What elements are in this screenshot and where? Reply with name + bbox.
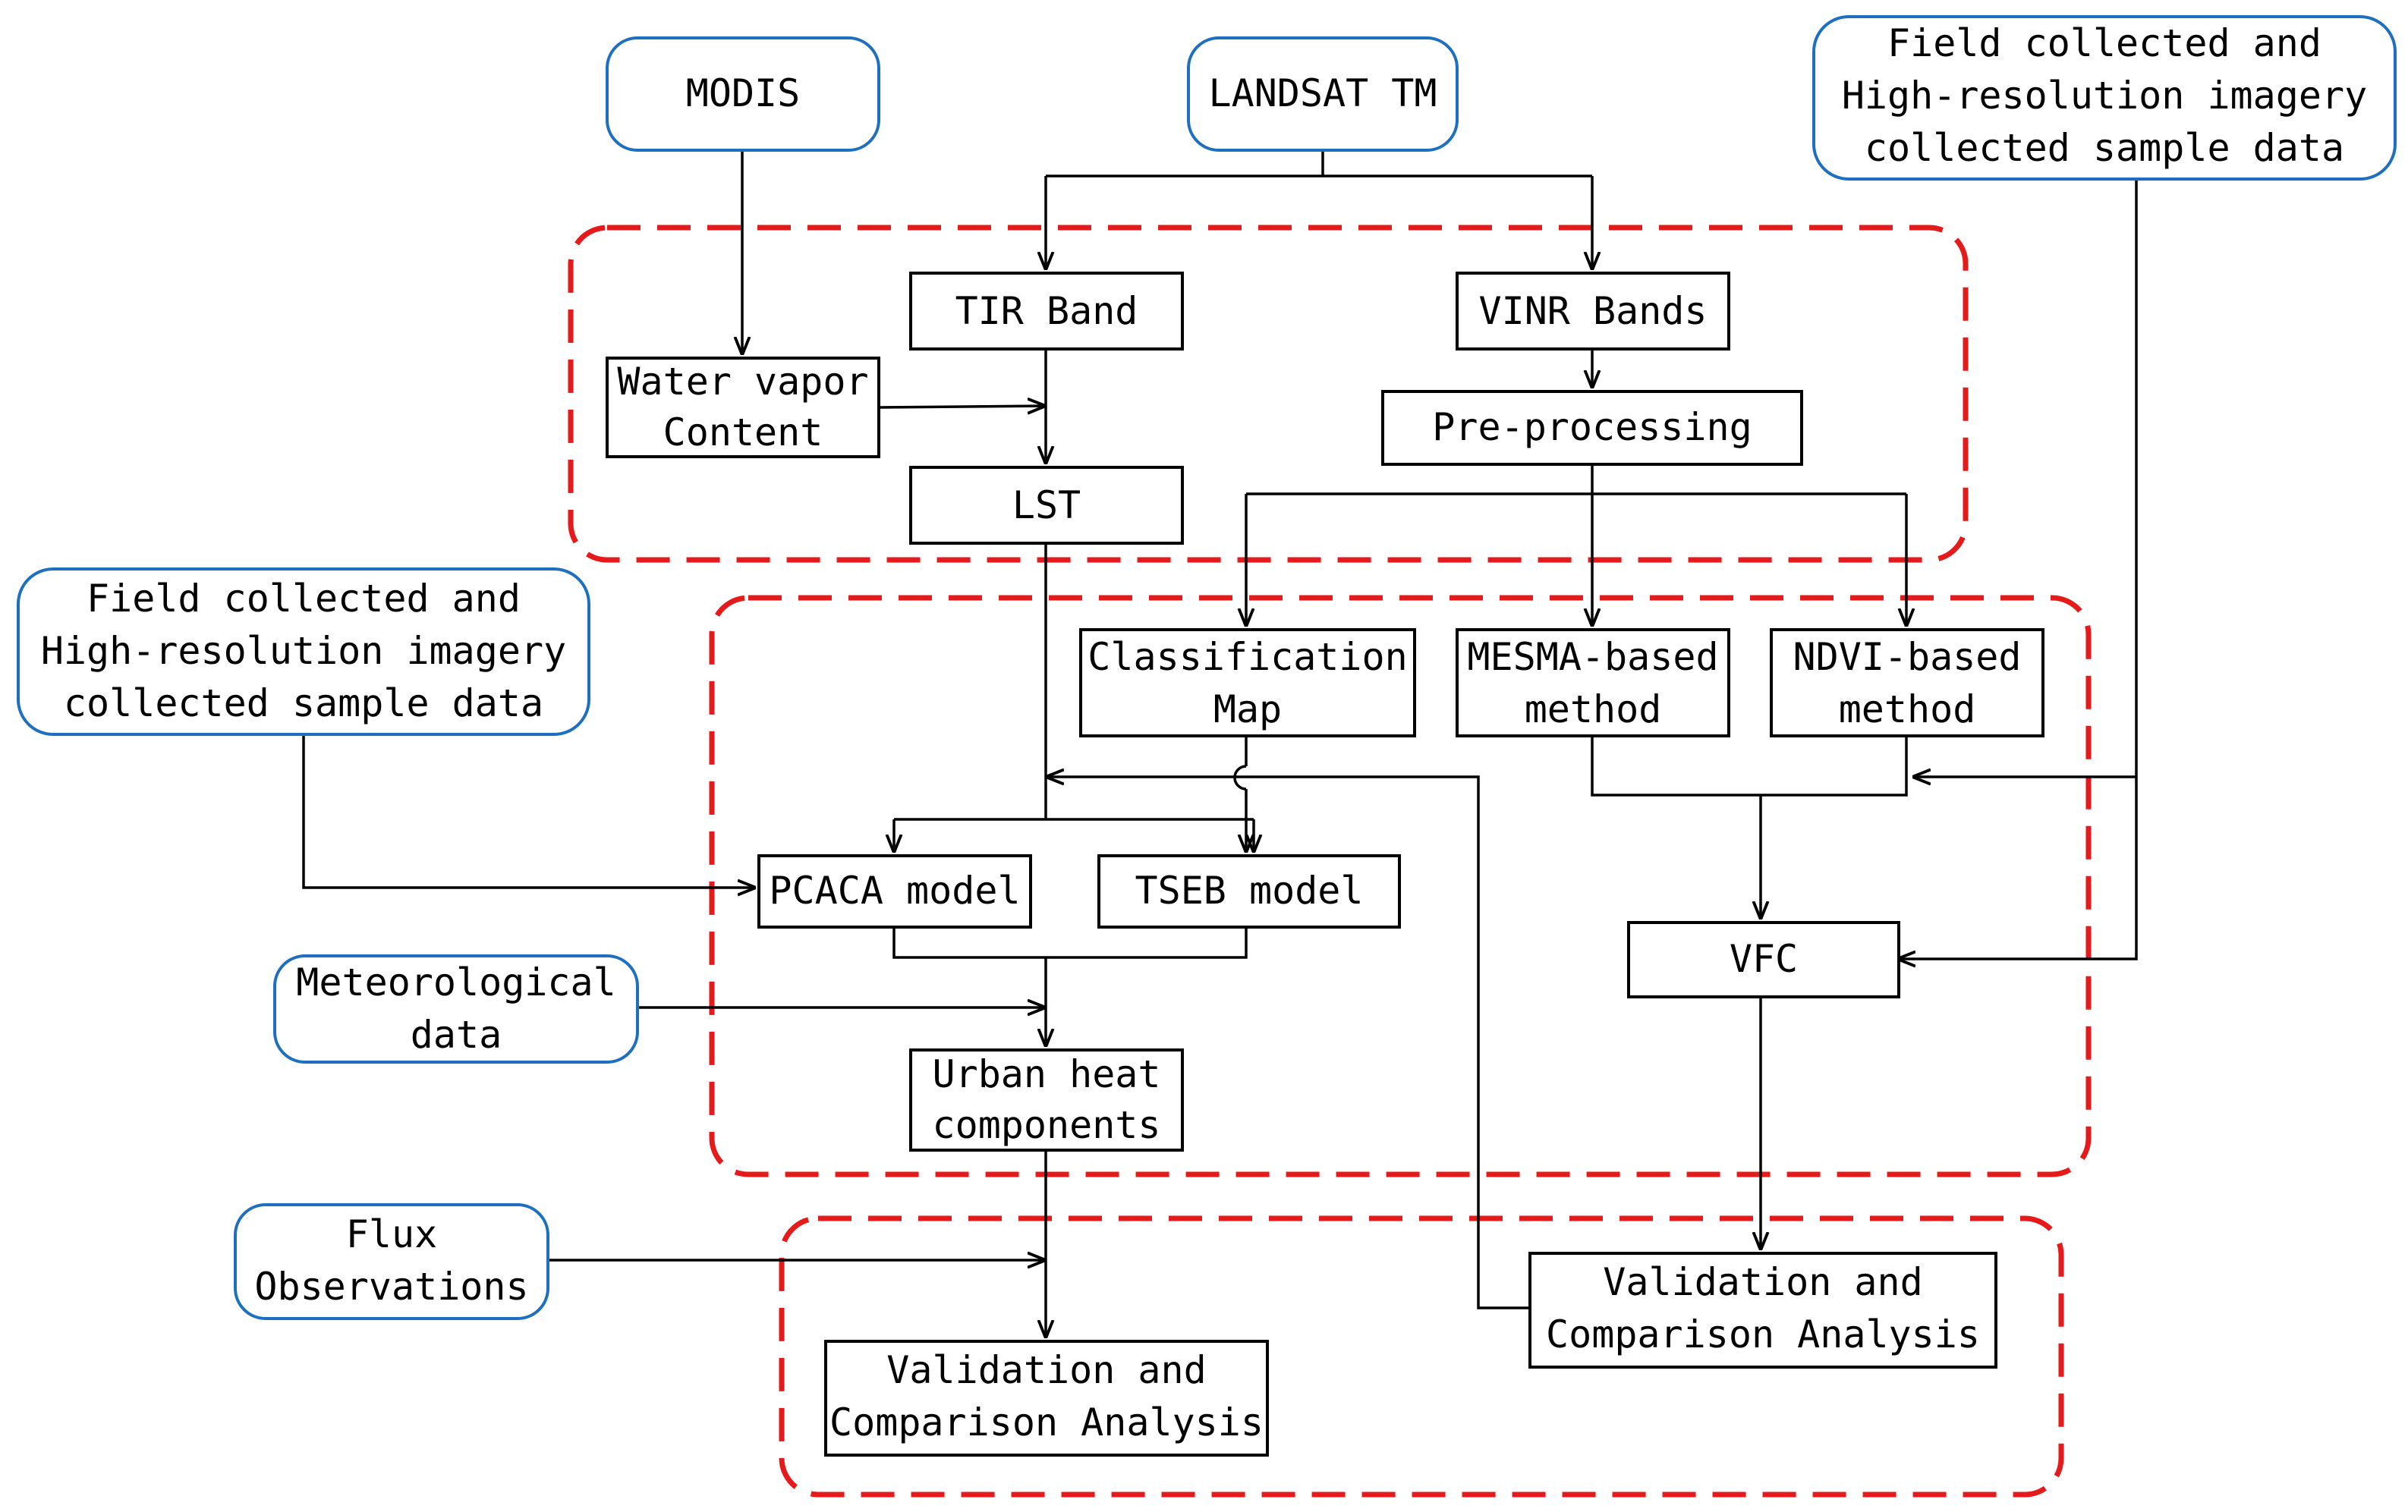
node-field-data-left-line-2: High-resolution imagery xyxy=(41,629,566,673)
node-validation-comparison-right-line-1: Validation and xyxy=(1603,1260,1922,1304)
node-tir-band: TIR Band xyxy=(909,272,1184,350)
modeling-group xyxy=(709,595,2092,1177)
node-pre-processing-line-1: Pre-processing xyxy=(1432,405,1752,449)
node-classification-map-line-2: Map xyxy=(1213,687,1282,731)
node-field-data-top-line-1: Field collected and xyxy=(1887,21,2321,65)
node-classification-map: Classification Map xyxy=(1079,628,1416,737)
node-validation-comparison-left: Validation and Comparison Analysis xyxy=(824,1340,1269,1457)
node-modis-line-1: MODIS xyxy=(686,71,801,115)
connectors xyxy=(302,150,2138,1338)
node-field-data-top-line-3: collected sample data xyxy=(1865,126,2344,170)
node-field-data-left-line-3: collected sample data xyxy=(64,681,543,725)
node-vfc-line-1: VFC xyxy=(1730,937,1798,981)
node-landsat-tm-line-1: LANDSAT TM xyxy=(1208,71,1437,115)
node-validation-comparison-right-line-2: Comparison Analysis xyxy=(1546,1312,1980,1356)
node-validation-comparison-left-line-1: Validation and xyxy=(886,1348,1206,1392)
node-ndvi-based-method-line-2: method xyxy=(1839,687,1976,731)
node-ndvi-based-method: NDVI-based method xyxy=(1770,628,2044,737)
node-field-data-top: Field collected and High-resolution imag… xyxy=(1812,15,2397,181)
node-meteorological-data-line-2: data xyxy=(411,1013,502,1057)
node-flux-observations-line-1: Flux xyxy=(346,1212,437,1256)
node-pcaca-model-line-1: PCACA model xyxy=(769,869,1020,913)
node-pcaca-model: PCACA model xyxy=(757,854,1032,929)
node-mesma-based-method-line-2: method xyxy=(1525,687,1662,731)
node-tseb-model-line-1: TSEB model xyxy=(1135,869,1363,913)
node-water-vapor-content-line-1: Water vapor xyxy=(617,360,868,404)
node-field-data-left: Field collected and High-resolution imag… xyxy=(17,567,590,736)
node-classification-map-line-1: Classification xyxy=(1088,635,1407,679)
node-tseb-model: TSEB model xyxy=(1097,854,1401,929)
node-water-vapor-content-line-2: Content xyxy=(663,410,823,454)
node-ndvi-based-method-line-1: NDVI-based xyxy=(1793,635,2021,679)
node-vinr-bands-line-1: VINR Bands xyxy=(1478,289,1707,333)
node-landsat-tm: LANDSAT TM xyxy=(1187,36,1459,152)
node-validation-comparison-right: Validation and Comparison Analysis xyxy=(1528,1252,1997,1369)
node-meteorological-data: Meteorological data xyxy=(273,954,639,1064)
node-field-data-top-line-2: High-resolution imagery xyxy=(1842,74,2367,118)
node-modis: MODIS xyxy=(606,36,880,152)
node-mesma-based-method-line-1: MESMA-based xyxy=(1467,635,1718,679)
node-urban-heat-components-line-1: Urban heat xyxy=(932,1052,1160,1096)
node-lst: LST xyxy=(909,466,1184,545)
node-flux-observations-line-2: Observations xyxy=(254,1265,528,1309)
node-meteorological-data-line-1: Meteorological xyxy=(296,960,615,1004)
node-lst-line-1: LST xyxy=(1012,483,1081,527)
node-vinr-bands: VINR Bands xyxy=(1456,272,1730,350)
node-flux-observations: Flux Observations xyxy=(234,1203,549,1320)
node-field-data-left-line-1: Field collected and xyxy=(87,577,521,621)
node-mesma-based-method: MESMA-based method xyxy=(1456,628,1730,737)
node-validation-comparison-left-line-2: Comparison Analysis xyxy=(829,1400,1264,1444)
node-urban-heat-components: Urban heat components xyxy=(909,1048,1184,1152)
node-vfc: VFC xyxy=(1627,921,1900,998)
node-water-vapor-content: Water vapor Content xyxy=(606,357,880,458)
node-tir-band-line-1: TIR Band xyxy=(955,289,1138,333)
validation-group xyxy=(779,1215,2064,1498)
node-pre-processing: Pre-processing xyxy=(1381,390,1803,466)
lst-retrieval-group xyxy=(568,225,1969,563)
node-urban-heat-components-line-2: components xyxy=(932,1103,1160,1147)
